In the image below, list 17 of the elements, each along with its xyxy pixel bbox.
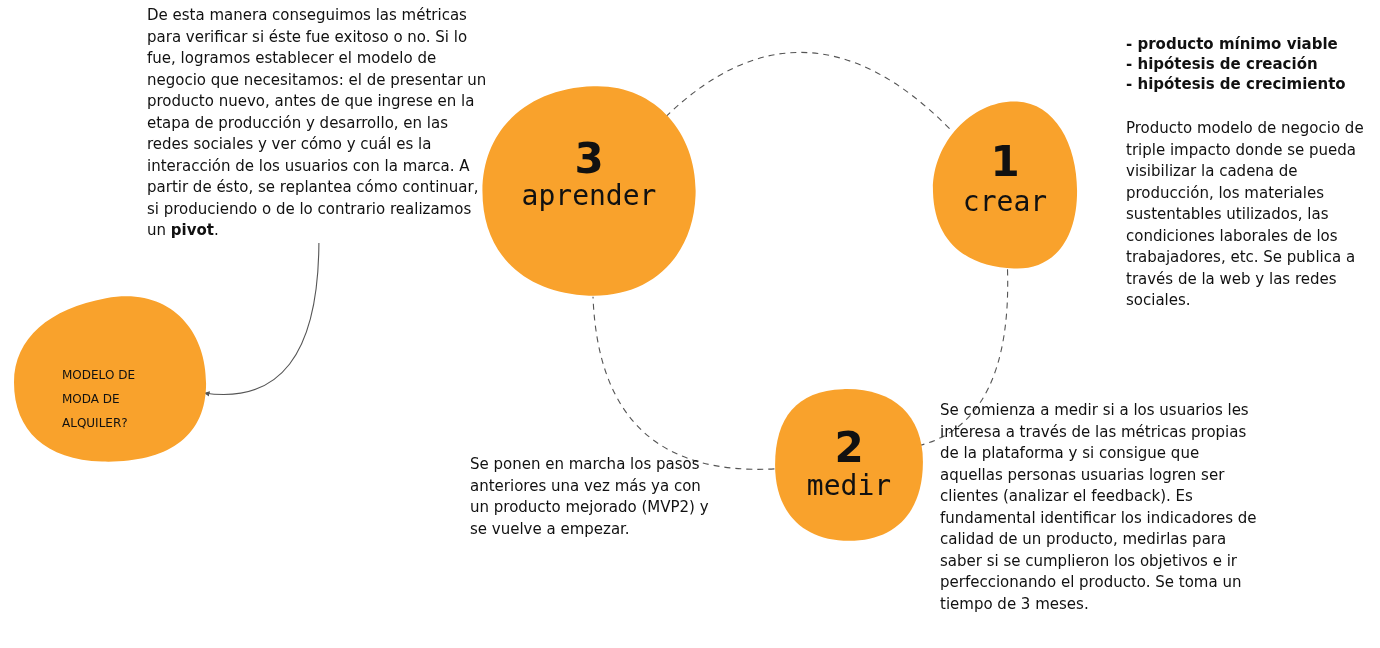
step-name: crear [962,186,1048,218]
description-text: - hipótesis de crecimiento [1126,74,1347,94]
dashed-connector [592,296,775,470]
note-text: Se ponen en marcha los pasos anteriores una vez más ya con un producto mejorado (MVP2) y se vuelve a empezar. [470,454,710,540]
step-name: medir [806,470,892,502]
blob-text: MODELO DE MODA DE ALQUILER? [62,367,136,432]
step-number: 1 [990,140,1020,184]
description-text: - producto mínimo viable [1126,34,1339,54]
description-text: - hipótesis de creación [1126,54,1319,74]
description-text: Producto modelo de negocio de triple impacto donde se pueda visibilizar la cadena de producción, los materiales sustentables utilizados, las condiciones laborales de los trabajadores, etc. Se publica a través de la web y las redes sociales. [1126,118,1365,311]
step-name: aprender [521,180,657,212]
dashed-connector [920,268,1009,446]
step-number: 2 [834,426,864,470]
step-number: 3 [574,137,604,181]
description-text: Se comienza a medir si a los usuarios les interesa a través de las métricas propias de la plataforma y si consigue que aquellas personas usuarias logren ser clientes (analizar el feedback). Es fundamental identificar los indicadores de calidad de un producto, medirlas para saber si se cumplieron los objetivos e ir perfeccionando el producto. Se toma un tiempo de 3 meses. [940,400,1258,615]
dashed-connector [665,52,951,130]
note-text: De esta manera conseguimos las métricas para verificar si éste fue exitoso o no. Si lo fue, logramos establecer el modelo de negocio que necesitamos: el de presentar un producto nuevo, antes de que ingrese en la etapa de producción y desarrollo, en las redes sociales y ver cómo y cuál es la interacción de los usuarios con la marca. A partir de ésto, se replantea cómo continuar, si produciendo o de lo contrario realizamos un pivot. [147,5,492,237]
